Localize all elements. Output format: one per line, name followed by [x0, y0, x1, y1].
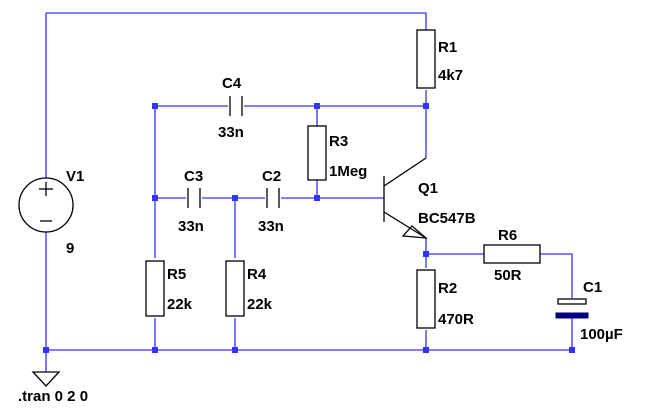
label-c3-name: C3: [184, 168, 203, 185]
resistor-r3: [307, 125, 327, 181]
wire-r6-right: [540, 253, 573, 298]
wire-top-rail: [46, 12, 427, 30]
transistor-q1: [383, 157, 428, 239]
capacitor-c1: [555, 298, 589, 319]
junction-dot: [314, 103, 320, 109]
resistor-r2: [416, 269, 436, 329]
junction-dot: [43, 347, 49, 353]
label-v1-value: 9: [66, 240, 74, 257]
label-c3-value: 33n: [178, 218, 204, 235]
junction-dot: [423, 347, 429, 353]
capacitor-c4: [229, 96, 243, 116]
label-r6-value: 50R: [494, 267, 522, 284]
label-r6-name: R6: [498, 227, 517, 244]
label-c4-value: 33n: [218, 124, 244, 141]
label-q1-value: BC547B: [418, 210, 476, 227]
label-r2-value: 470R: [438, 311, 474, 328]
capacitor-c2: [266, 188, 280, 208]
junction-dot: [423, 251, 429, 257]
junction-dot: [314, 195, 320, 201]
label-q1-name: Q1: [418, 180, 438, 197]
label-c4-name: C4: [222, 75, 242, 92]
label-r3-value: 1Meg: [329, 163, 367, 180]
label-r2-name: R2: [438, 280, 457, 297]
component-labels: R1 4k7 C4 33n R3 1Meg V1 9 C3 33n C2 33n…: [18, 39, 623, 405]
resistor-r5: [145, 260, 165, 317]
wire-ground-rail: [46, 332, 573, 351]
label-r1-name: R1: [438, 39, 457, 56]
resistor-r6: [483, 244, 541, 264]
label-r5-value: 22k: [167, 296, 193, 313]
junction-dot: [152, 347, 158, 353]
label-c1-value: 100µF: [580, 326, 623, 343]
junction-dot: [232, 347, 238, 353]
label-r4-value: 22k: [247, 296, 273, 313]
label-c2-value: 33n: [258, 218, 284, 235]
capacitor-c3: [187, 188, 201, 208]
junction-dot: [423, 103, 429, 109]
label-v1-name: V1: [66, 168, 84, 185]
junction-dot: [152, 195, 158, 201]
voltage-source-v1: [18, 177, 74, 233]
ground-symbol: [31, 371, 61, 387]
resistor-r4: [225, 260, 245, 317]
label-r3-name: R3: [329, 133, 348, 150]
spice-directive: .tran 0 2 0: [18, 388, 88, 405]
label-r4-name: R4: [247, 266, 267, 283]
junction-dot: [569, 347, 575, 353]
junction-dot: [152, 103, 158, 109]
junction-dot: [232, 195, 238, 201]
label-r5-name: R5: [167, 266, 186, 283]
wires: [45, 12, 573, 372]
junction-dots: [43, 103, 575, 353]
label-r1-value: 4k7: [438, 67, 463, 84]
resistor-r1: [416, 29, 436, 89]
label-c1-name: C1: [583, 279, 602, 296]
label-c2-name: C2: [262, 168, 281, 185]
